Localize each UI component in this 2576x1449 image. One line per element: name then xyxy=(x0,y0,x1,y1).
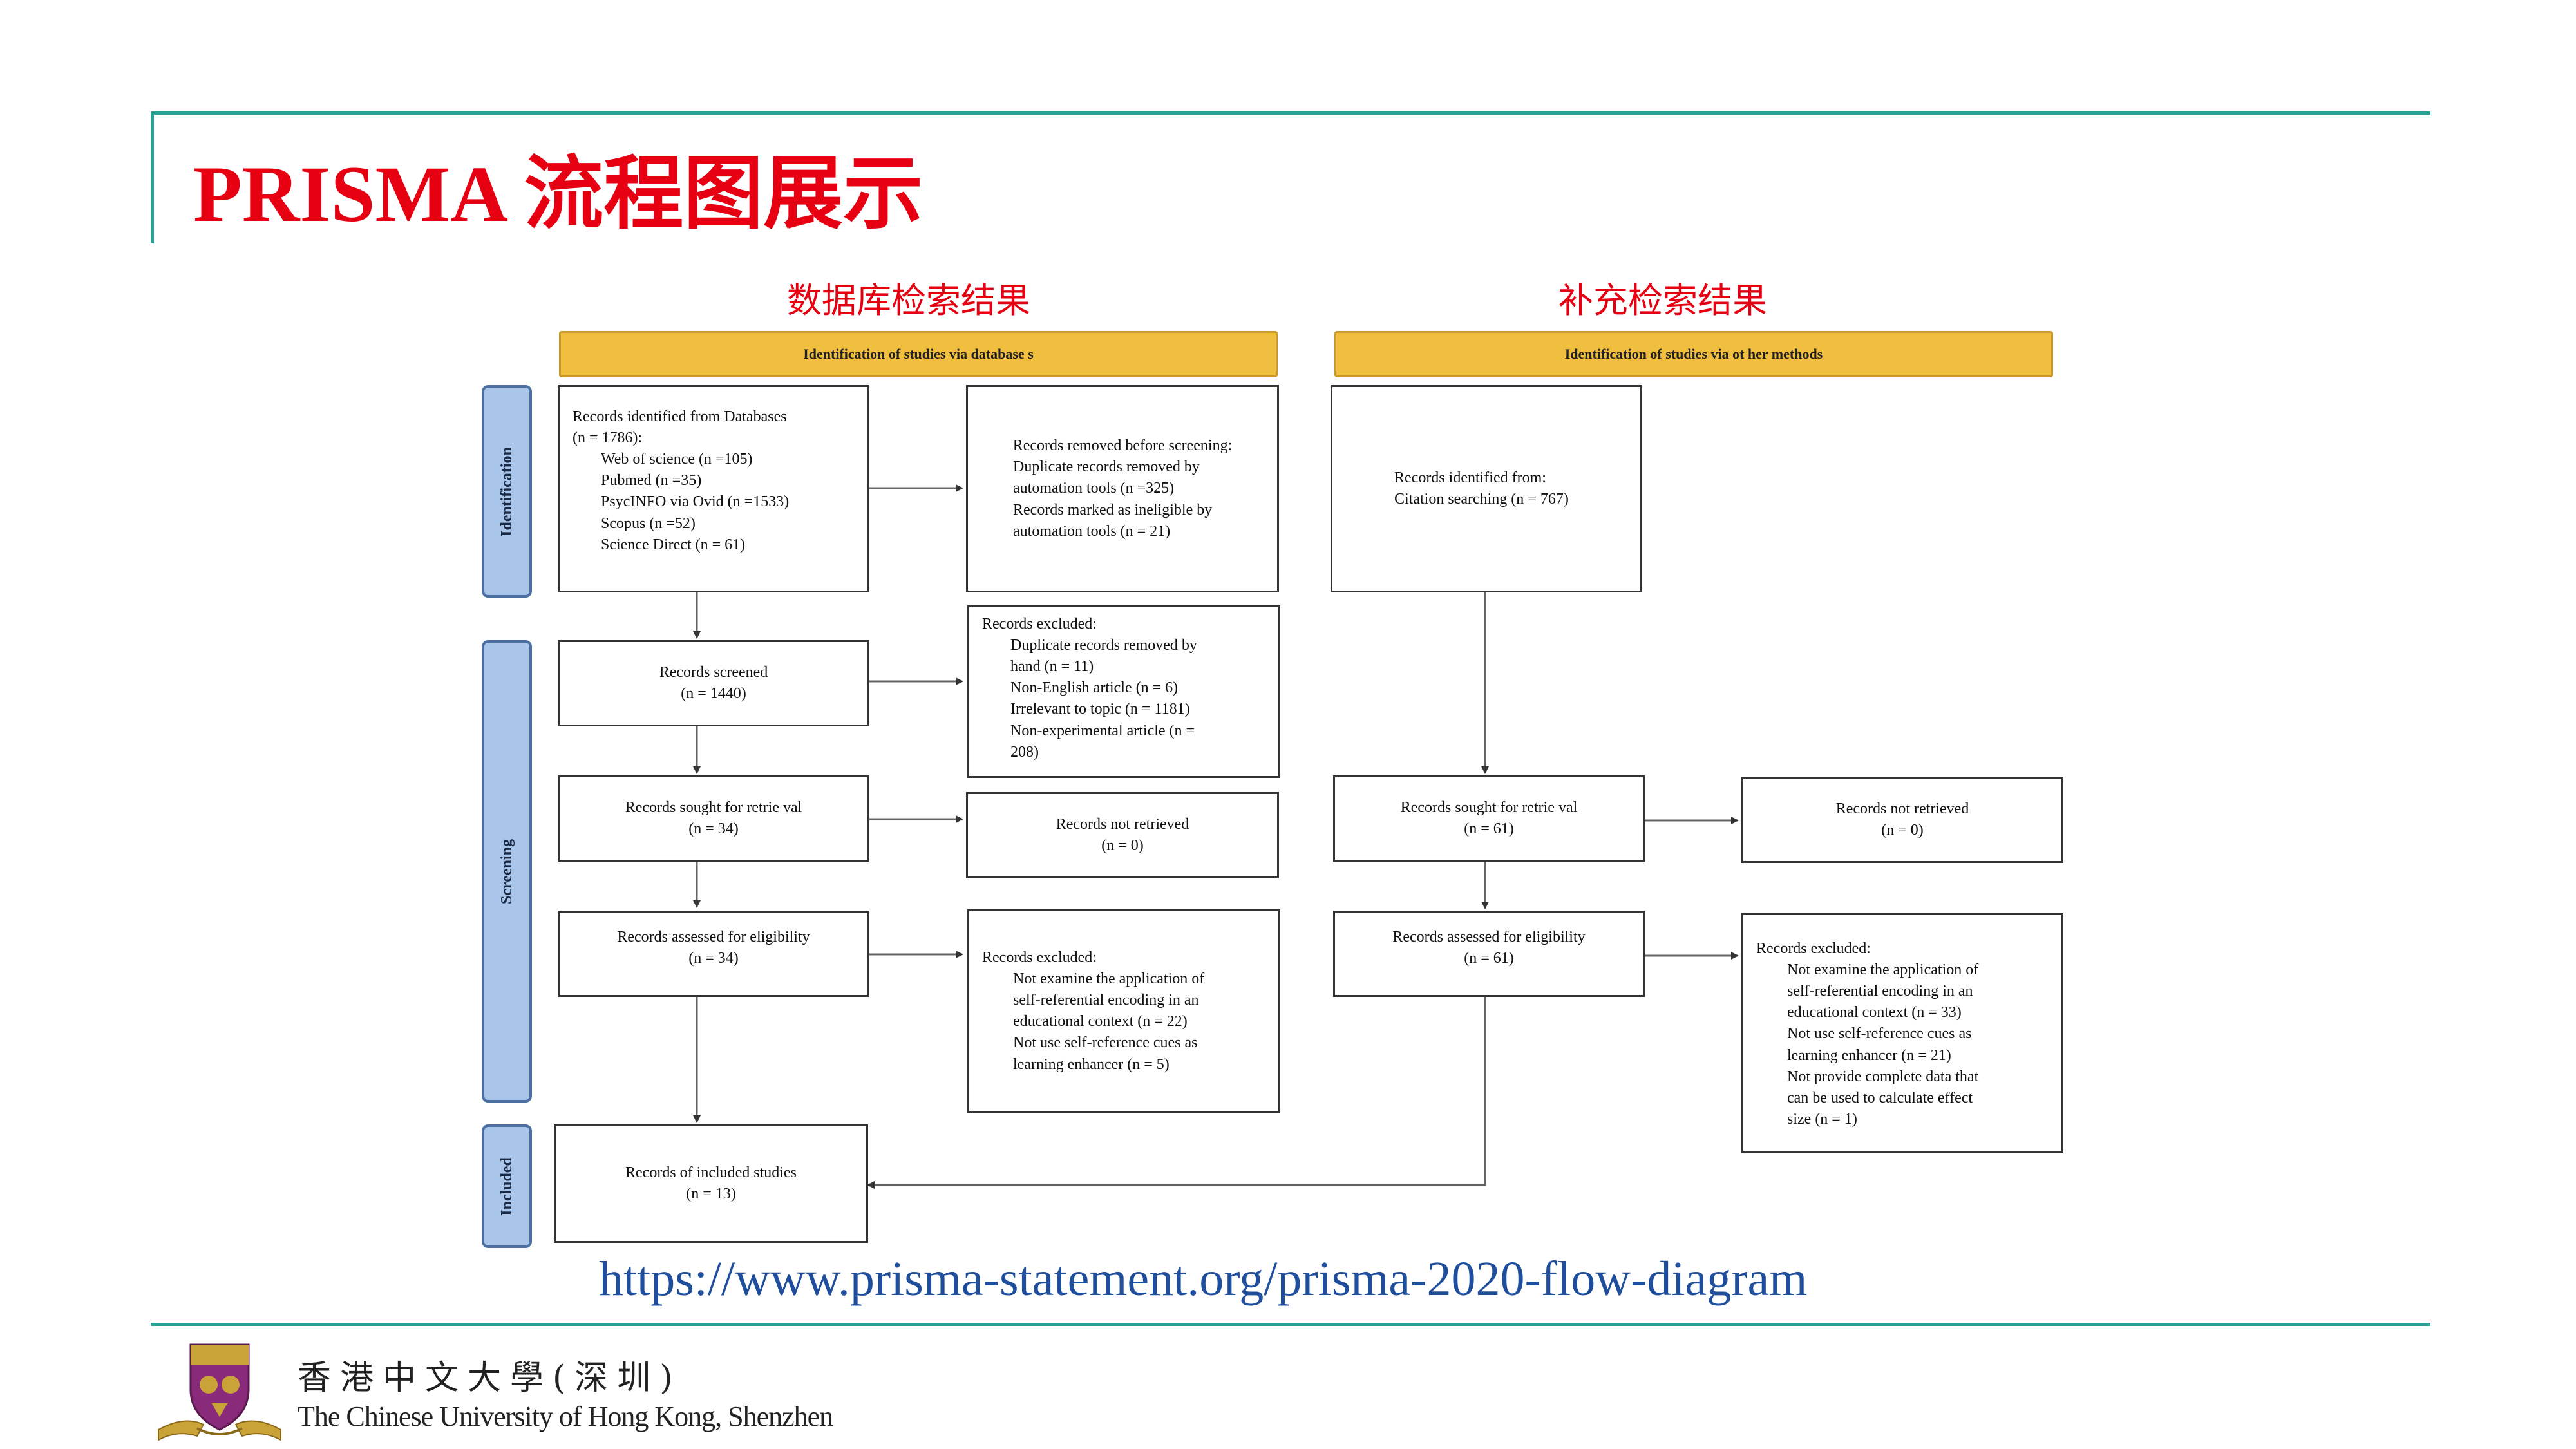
other-excluded-head: Records excluded: xyxy=(1756,940,1871,957)
db-identified-item: Science Direct (n = 61) xyxy=(601,536,746,553)
other-excluded-item: Not examine the application of xyxy=(1787,961,1979,979)
bottom-rule xyxy=(151,1323,2430,1326)
db-assessed-line1: Records assessed for eligibility xyxy=(617,929,810,945)
other-records-identified-box: Records identified from: Citation search… xyxy=(1331,385,1642,592)
other-identified-line2: Citation searching (n = 767) xyxy=(1394,491,1569,507)
db-records-excluded-eligibility-box: Records excluded: Not examine the applic… xyxy=(967,909,1280,1113)
db-excluded2-item: Not use self-reference cues as xyxy=(1013,1034,1198,1052)
supplementary-results-label: 补充检索结果 xyxy=(1558,280,1767,321)
other-sought-line1: Records sought for retrie val xyxy=(1400,799,1578,816)
university-name-english: The Chinese University of Hong Kong, She… xyxy=(298,1401,833,1432)
other-excluded-item: size (n = 1) xyxy=(1787,1110,1857,1128)
db-identified-item: Scopus (n =52) xyxy=(601,515,696,532)
db-records-sought-box: Records sought for retrie val (n = 34) xyxy=(558,775,869,862)
university-crest-icon xyxy=(158,1343,281,1441)
db-records-assessed-box: Records assessed for eligibility (n = 34… xyxy=(558,911,869,997)
stage-included: Included xyxy=(482,1124,532,1248)
database-results-label: 数据库检索结果 xyxy=(787,280,1030,321)
db-excluded1-item: Duplicate records removed by xyxy=(1010,637,1197,654)
db-removed-head: Records removed before screening: xyxy=(1012,437,1233,455)
top-rule xyxy=(151,111,2430,115)
records-included-box: Records of included studies (n = 13) xyxy=(554,1124,868,1243)
db-removed-item: automation tools (n =325) xyxy=(1013,480,1175,497)
title-left-rule xyxy=(151,111,154,243)
db-assessed-line2: (n = 34) xyxy=(688,950,739,967)
database-banner: Identification of studies via database s xyxy=(559,331,1278,377)
other-excluded-item: Not use self-reference cues as xyxy=(1787,1025,1972,1043)
included-line1: Records of included studies xyxy=(625,1164,797,1181)
other-excluded-item: learning enhancer (n = 21) xyxy=(1787,1046,1951,1064)
db-excluded1-item: Non-English article (n = 6) xyxy=(1010,679,1179,697)
db-identified-item: Pubmed (n =35) xyxy=(601,472,702,489)
other-methods-banner: Identification of studies via ot her met… xyxy=(1334,331,2053,377)
slide-title: PRISMA 流程图展示 xyxy=(193,150,923,238)
db-identified-item: Web of science (n =105) xyxy=(601,451,753,468)
other-identified-line1: Records identified from: xyxy=(1394,469,1546,486)
db-sought-line1: Records sought for retrie val xyxy=(625,799,802,816)
db-removed-item: Records marked as ineligible by xyxy=(1013,501,1213,518)
db-records-screened-box: Records screened (n = 1440) xyxy=(558,640,869,726)
other-excluded-item: self-referential encoding in an xyxy=(1787,983,1973,1000)
db-excluded2-item: self-referential encoding in an xyxy=(1013,992,1199,1009)
db-excluded1-item: hand (n = 11) xyxy=(1010,658,1094,676)
other-not-retrieved-line2: (n = 0) xyxy=(1881,822,1924,838)
other-excluded-item: Not provide complete data that xyxy=(1787,1068,1979,1085)
other-records-excluded-box: Records excluded: Not examine the applic… xyxy=(1741,913,2063,1153)
other-sought-line2: (n = 61) xyxy=(1464,820,1514,837)
db-records-removed-box: Records removed before screening: Duplic… xyxy=(966,385,1279,592)
db-removed-item: Duplicate records removed by xyxy=(1013,459,1200,476)
db-identified-line2: (n = 1786): xyxy=(573,430,643,447)
db-sought-line2: (n = 34) xyxy=(688,820,739,837)
db-excluded1-head: Records excluded: xyxy=(982,616,1097,632)
other-records-sought-box: Records sought for retrie val (n = 61) xyxy=(1333,775,1645,862)
stage-identification: Identification xyxy=(482,385,532,598)
other-assessed-line2: (n = 61) xyxy=(1464,950,1514,967)
db-excluded2-item: Not examine the application of xyxy=(1013,971,1205,988)
prisma-source-link[interactable]: https://www.prisma-statement.org/prisma-… xyxy=(599,1252,1808,1306)
db-identified-item: PsycINFO via Ovid (n =1533) xyxy=(601,493,790,511)
db-excluded1-item: 208) xyxy=(1010,743,1039,761)
db-records-identified-box: Records identified from Databases (n = 1… xyxy=(558,385,869,592)
other-excluded-item: can be used to calculate effect xyxy=(1787,1089,1973,1106)
other-not-retrieved-line1: Records not retrieved xyxy=(1835,800,1969,817)
db-excluded2-item: educational context (n = 22) xyxy=(1013,1013,1188,1030)
db-not-retrieved-line2: (n = 0) xyxy=(1101,837,1144,854)
other-records-not-retrieved-box: Records not retrieved (n = 0) xyxy=(1741,777,2063,863)
db-removed-item: automation tools (n = 21) xyxy=(1013,522,1171,540)
db-identified-line1: Records identified from Databases xyxy=(573,408,787,425)
other-records-assessed-box: Records assessed for eligibility (n = 61… xyxy=(1333,911,1645,997)
other-excluded-item: educational context (n = 33) xyxy=(1787,1004,1962,1021)
db-records-excluded-box: Records excluded: Duplicate records remo… xyxy=(967,605,1280,778)
university-name-chinese: 香港中文大學(深圳) xyxy=(298,1359,682,1397)
db-screened-line2: (n = 1440) xyxy=(681,685,746,702)
db-excluded2-item: learning enhancer (n = 5) xyxy=(1013,1056,1170,1073)
db-excluded2-head: Records excluded: xyxy=(982,949,1097,966)
db-not-retrieved-line1: Records not retrieved xyxy=(1056,815,1189,833)
db-screened-line1: Records screened xyxy=(659,663,768,681)
included-line2: (n = 13) xyxy=(686,1186,736,1202)
db-excluded1-item: Irrelevant to topic (n = 1181) xyxy=(1010,701,1190,718)
other-assessed-line1: Records assessed for eligibility xyxy=(1392,929,1586,945)
stage-screening: Screening xyxy=(482,640,532,1103)
db-excluded1-item: Non-experimental article (n = xyxy=(1010,722,1195,739)
db-records-not-retrieved-box: Records not retrieved (n = 0) xyxy=(966,792,1279,878)
